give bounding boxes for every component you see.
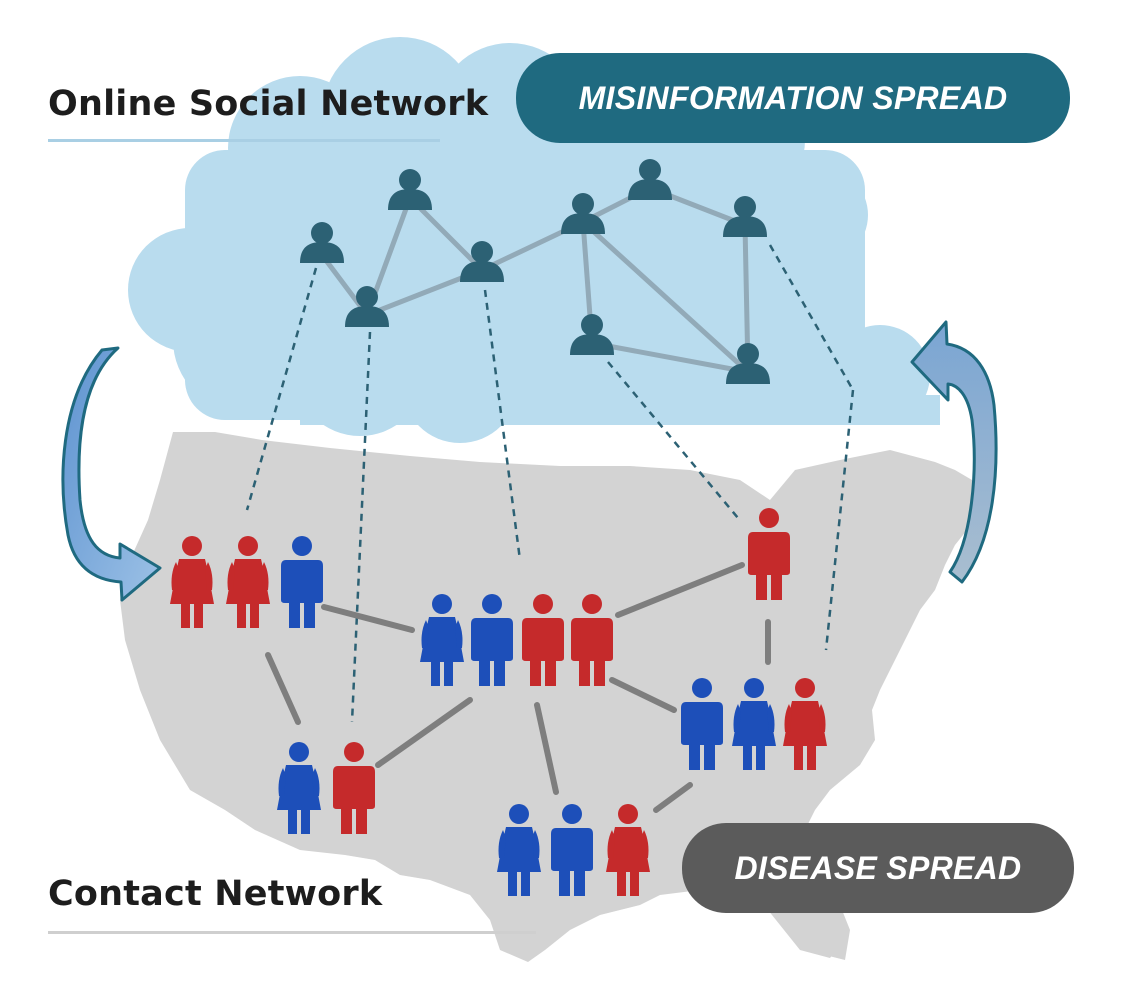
online-edges (319, 185, 751, 375)
disease-spread-badge: DISEASE SPREAD (682, 823, 1074, 913)
online-label-underline (48, 139, 440, 142)
misinformation-spread-badge: MISINFORMATION SPREAD (516, 53, 1070, 143)
curved-arrow-icon (910, 320, 998, 584)
layer-links (245, 244, 855, 723)
cloud (128, 37, 940, 443)
contact-edges (265, 562, 771, 813)
curved-arrow-icon (61, 346, 162, 602)
contact-network-label: Contact Network (48, 874, 383, 914)
contact-label-underline (48, 931, 536, 934)
online-social-network-label: Online Social Network (48, 84, 489, 124)
